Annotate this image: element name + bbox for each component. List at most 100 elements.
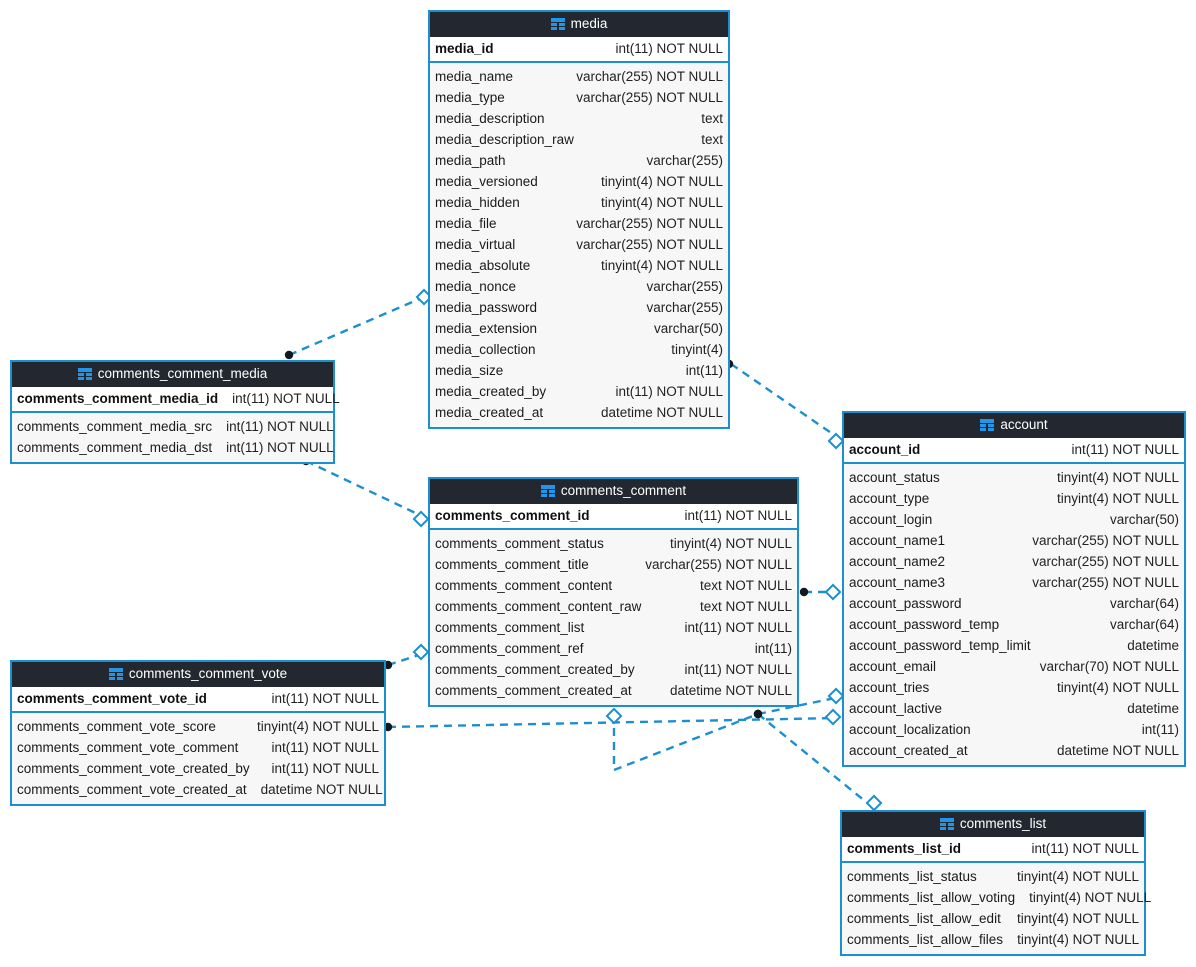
column-type: tinyint(4) NOT NULL (600, 257, 723, 273)
column-name: account_localization (849, 721, 971, 737)
relationship-endpoint-dot (753, 709, 763, 719)
column-type: tinyint(4) NOT NULL (256, 718, 379, 734)
column-type: int(11) NOT NULL (615, 41, 723, 56)
column-name: media_nonce (435, 278, 517, 294)
column-type: int(11) (685, 362, 723, 378)
column-type: int(11) (754, 640, 792, 656)
column-type: int(11) NOT NULL (271, 739, 379, 755)
entity-title: comments_comment_media (97, 366, 268, 381)
field-row[interactable]: media_description_raw text (430, 129, 728, 150)
table-icon (77, 368, 92, 380)
column-type: varchar(255) NOT NULL (1032, 553, 1179, 569)
column-type: int(11) NOT NULL (684, 619, 792, 635)
column-name: comments_comment_vote_created_by (17, 760, 250, 776)
column-name: media_name (435, 68, 514, 84)
column-name: account_password_temp_limit (849, 637, 1031, 653)
column-type: datetime NOT NULL (600, 404, 723, 420)
relationship-vote-score-to-account (383, 708, 842, 732)
column-type: text (701, 110, 723, 126)
entity-header-comments_comment_vote: comments_comment_vote (12, 662, 384, 687)
relationship-endpoint-dot (753, 709, 763, 719)
entity-header-media: media (430, 12, 728, 37)
column-name: media_file (435, 215, 497, 231)
column-name: comments_comment_vote_id (17, 691, 207, 706)
relationship-line (387, 651, 426, 667)
column-name: comments_comment_media_id (17, 391, 219, 406)
relationship-endpoint-diamond (605, 707, 623, 725)
column-type: datetime NOT NULL (1056, 742, 1179, 758)
column-name: media_description_raw (435, 131, 574, 147)
column-type: text (701, 131, 723, 147)
field-row[interactable]: media_nonce varchar(255) (430, 276, 728, 297)
relationship-endpoint-diamond (865, 794, 883, 812)
column-name: media_path (435, 152, 506, 168)
entity-comments_comment_media[interactable]: comments_comment_media comments_comment_m… (10, 360, 340, 464)
column-type: int(11) (1141, 721, 1179, 737)
column-name: account_name1 (849, 532, 946, 548)
relationship-endpoint-diamond (824, 708, 842, 726)
column-type: varchar(255) (646, 278, 723, 294)
column-name: account_lactive (849, 700, 943, 716)
field-row[interactable]: account_localization int(11) (844, 719, 1184, 740)
